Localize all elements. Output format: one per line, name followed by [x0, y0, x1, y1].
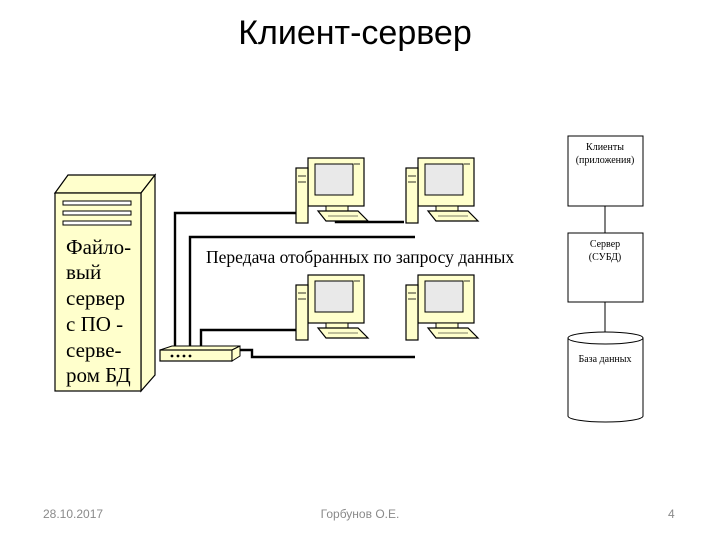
architecture-stack: Клиенты (приложения) Сервер (СУБД) База …	[567, 135, 644, 423]
svg-text:сервер: сервер	[66, 286, 125, 310]
footer-page-number: 4	[668, 507, 675, 521]
svg-text:ром БД: ром БД	[66, 363, 131, 387]
dbms-server-box	[567, 232, 644, 303]
network-cables	[173, 211, 415, 359]
svg-text:с ПО -: с ПО -	[66, 312, 123, 336]
computer-icon	[405, 274, 479, 341]
computer-icon	[295, 157, 369, 224]
transfer-label: Передача отобранных по запросу данных	[206, 247, 514, 267]
svg-text:серве-: серве-	[66, 338, 122, 362]
footer-date: 28.10.2017	[43, 507, 104, 521]
svg-text:Файло-: Файло-	[66, 235, 131, 259]
network-hub-icon	[159, 345, 241, 362]
server-sublabel: (СУБД)	[589, 252, 621, 263]
clients-sublabel: (приложения)	[576, 155, 635, 166]
database-cylinder-icon	[567, 331, 644, 423]
clients-box	[567, 135, 644, 207]
computer-icon	[295, 274, 369, 341]
clients-label: Клиенты	[586, 142, 624, 153]
computer-icon	[405, 157, 479, 224]
server-label-text: Сервер	[590, 239, 620, 250]
footer-author: Горбунов О.Е.	[320, 507, 400, 521]
database-label: База данных	[578, 354, 631, 365]
slide-title: Клиент-сервер	[238, 14, 472, 52]
server-tower-icon	[53, 173, 157, 393]
svg-text:вый: вый	[66, 260, 101, 284]
server-label: Файло- вый сервер с ПО - серве- ром БД	[66, 235, 131, 387]
